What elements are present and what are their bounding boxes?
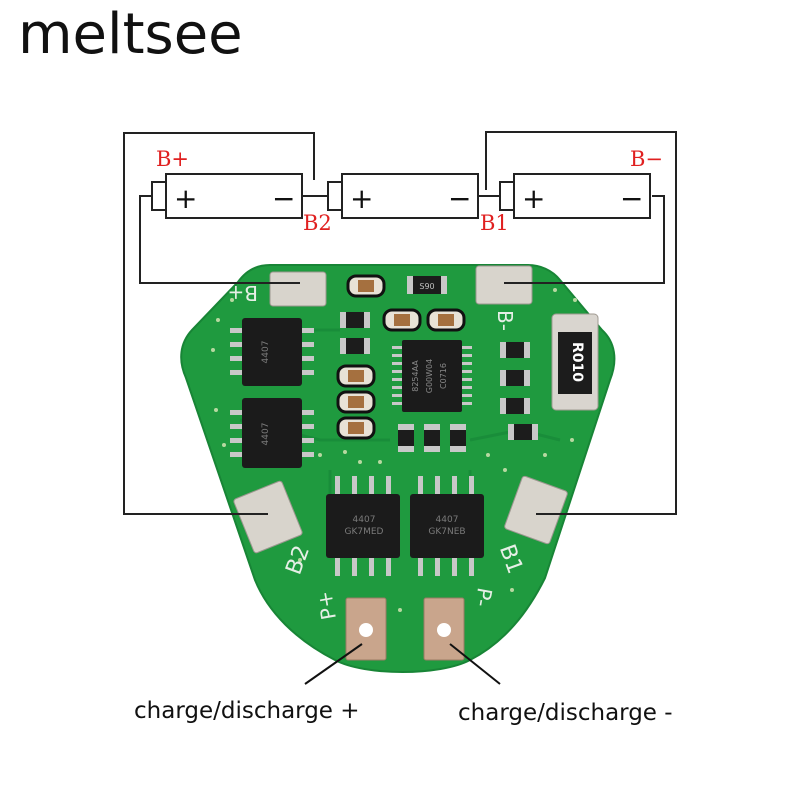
chip-mark-line1: 4407: [436, 515, 459, 525]
chip-mark-line1: 4407: [261, 341, 271, 364]
pad-p-plus: [345, 597, 387, 661]
chip-mark-line2: GK7NEB: [428, 527, 465, 537]
pad-b-plus: [269, 271, 327, 307]
mosfet-chip-bottom-left: 4407 GK7MED: [326, 476, 400, 576]
capacitors: [336, 274, 466, 440]
pad-b-minus: [475, 265, 533, 305]
terminal-label-b-plus: B+: [156, 147, 189, 171]
silk-label-p-plus: P+: [312, 589, 341, 622]
ic-mark-line2: G00W04: [425, 359, 434, 393]
smd-resistors: [340, 312, 538, 452]
terminal-label-b2: B2: [303, 211, 332, 235]
pad-b1: [504, 475, 568, 545]
terminal-label-b1: B1: [480, 211, 509, 235]
battery-minus-sign: −: [620, 182, 643, 215]
wiring: [123, 131, 677, 515]
battery-plus-sign: +: [174, 182, 197, 215]
silk-label-b-plus: B+: [228, 281, 258, 305]
battery-plus-sign: +: [522, 182, 545, 215]
brand-logo-text: meltsee: [18, 2, 243, 67]
small-resistor-mark: S90: [419, 282, 434, 291]
chip-mark-line1: 4407: [353, 515, 376, 525]
controller-ic: 8254AA G00W04 C0716: [392, 340, 472, 412]
chip-mark-line2: GK7MED: [345, 527, 384, 537]
ic-mark-line3: C0716: [439, 363, 448, 389]
caption-charge-discharge-minus: charge/discharge -: [458, 700, 673, 726]
resistor-mark: R010: [569, 342, 585, 382]
caption-charge-discharge-plus: charge/discharge +: [134, 698, 360, 724]
battery-cell-3: + −: [499, 173, 651, 219]
caption-pointers: [304, 643, 501, 685]
small-resistor-top: S90: [407, 276, 447, 294]
chip-mark-line1: 4407: [261, 423, 271, 446]
terminal-label-b-minus: B−: [630, 147, 663, 171]
battery-cell-1: + −: [151, 173, 303, 219]
battery-plus-sign: +: [350, 182, 373, 215]
ic-mark-line1: 8254AA: [411, 360, 420, 392]
silk-label-b-minus: B-: [493, 310, 517, 331]
mosfet-chip-bottom-right: 4407 GK7NEB: [410, 476, 484, 576]
mosfet-chip-left-top: 4407: [230, 318, 314, 386]
mosfet-chip-left-bottom: 4407: [230, 398, 314, 468]
sense-resistor: R010: [551, 313, 599, 411]
pad-b2: [233, 480, 303, 554]
pad-p-minus: [423, 597, 465, 661]
battery-cell-2: + −: [327, 173, 479, 219]
battery-minus-sign: −: [448, 182, 471, 215]
silk-label-p-minus: P-: [470, 586, 497, 609]
battery-minus-sign: −: [272, 182, 295, 215]
